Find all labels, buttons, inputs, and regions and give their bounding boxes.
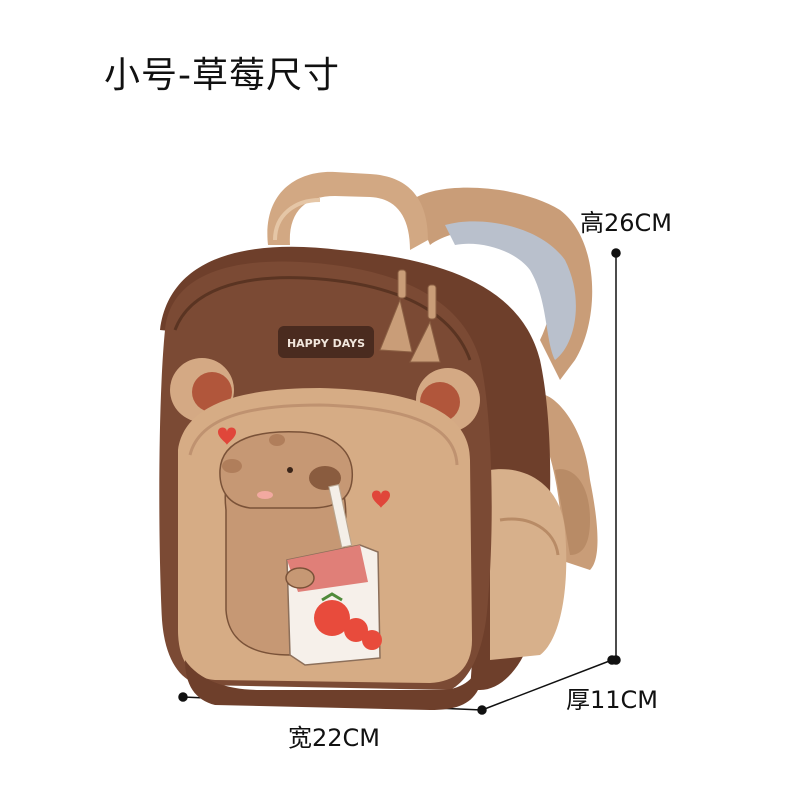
zipper-pulls [379, 269, 441, 363]
width-label: 宽22CM [288, 724, 381, 752]
page-title: 小号-草莓尺寸 [104, 55, 340, 96]
top-handle [267, 171, 428, 250]
side-pocket [490, 469, 567, 660]
bag-base [185, 660, 478, 710]
width-line-left-dot [178, 692, 188, 702]
heart-icons [218, 427, 390, 508]
depth-label: 厚11CM [566, 686, 659, 714]
depth-line-right-dot [607, 655, 617, 665]
happy-days-badge: HAPPY DAYS [278, 326, 374, 358]
badge-label: HAPPY DAYS [287, 337, 365, 350]
shoulder-strap [412, 187, 598, 570]
depth-line [481, 659, 613, 711]
capybara-illustration [219, 430, 382, 666]
height-label: 高26CM [580, 209, 673, 237]
height-line-top-dot [611, 248, 621, 258]
